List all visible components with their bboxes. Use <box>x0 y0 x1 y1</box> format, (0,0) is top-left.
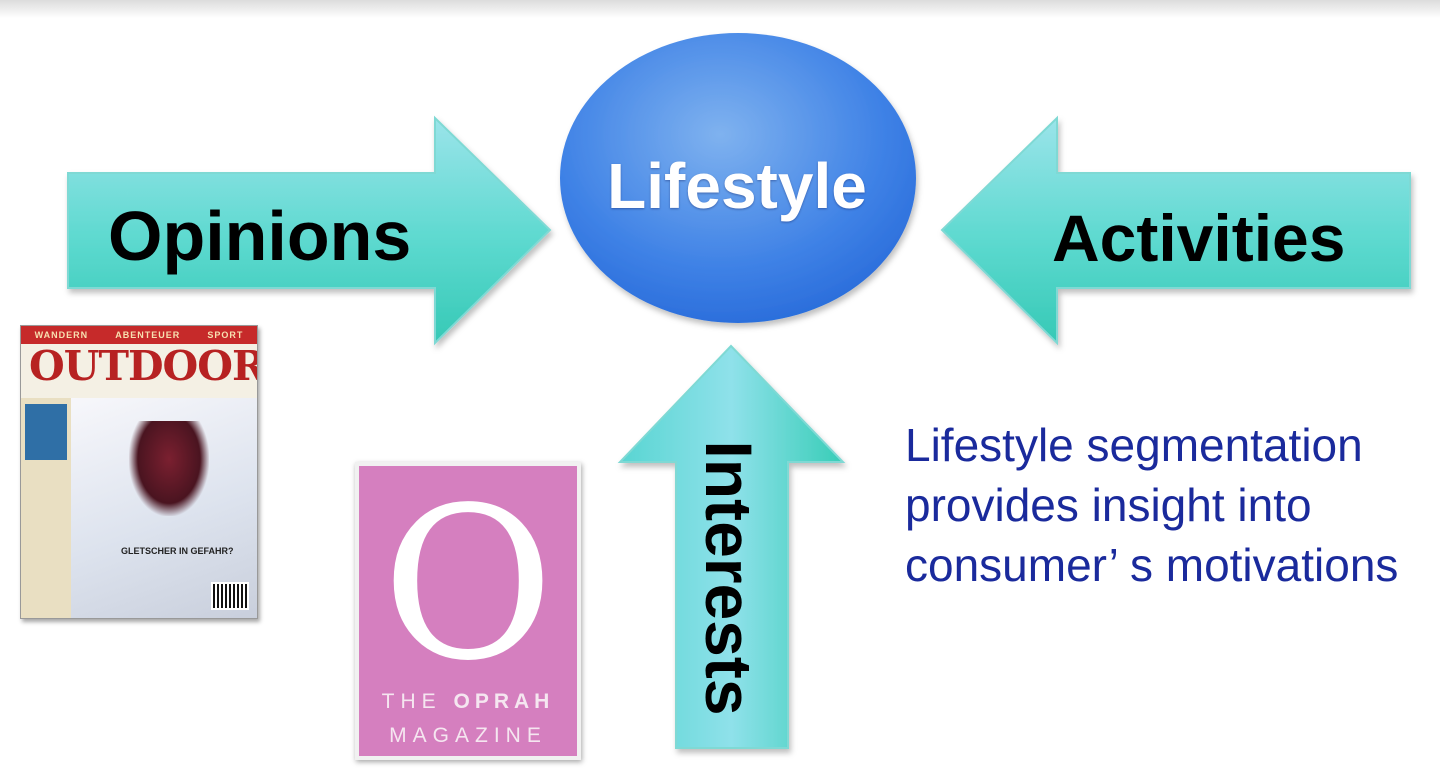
oprah-o-logo: O <box>381 462 555 707</box>
outdoor-masthead: OUTDOOR <box>29 342 258 390</box>
band-item: ABENTEUER <box>115 330 181 340</box>
barcode-icon <box>211 582 249 610</box>
arrow-activities <box>940 115 1411 346</box>
oprah-title-line2: MAGAZINE <box>389 724 547 747</box>
climber-figure <box>129 421 209 516</box>
oprah-magazine-cover: O THE OPRAH MAGAZINE <box>355 462 581 760</box>
arrow-opinions <box>67 115 552 346</box>
lifestyle-ellipse <box>560 33 916 323</box>
arrow-interests <box>617 344 846 749</box>
interests-label: Interests <box>692 440 766 716</box>
outdoor-headline: GLETSCHER IN GEFAHR? <box>121 546 234 556</box>
outdoor-sidebar <box>21 398 71 618</box>
slide-top-shadow <box>0 0 1440 18</box>
oprah-name: OPRAH <box>453 690 555 713</box>
oprah-title-line1: THE OPRAH <box>359 690 577 714</box>
outdoor-sidebar-photo <box>25 404 67 460</box>
band-item: SPORT <box>207 330 244 340</box>
lifestyle-label: Lifestyle <box>607 150 867 222</box>
band-item: WANDERN <box>34 330 89 340</box>
activities-label: Activities <box>1052 201 1346 275</box>
outdoor-magazine-cover: WANDERN ABENTEUER SPORT OUTDOOR GLETSCHE… <box>20 325 258 619</box>
opinions-label: Opinions <box>108 197 412 275</box>
outdoor-top-band: WANDERN ABENTEUER SPORT <box>21 326 257 344</box>
oprah-the: THE <box>381 690 442 713</box>
description-text: Lifestyle segmentation provides insight … <box>905 419 1399 591</box>
